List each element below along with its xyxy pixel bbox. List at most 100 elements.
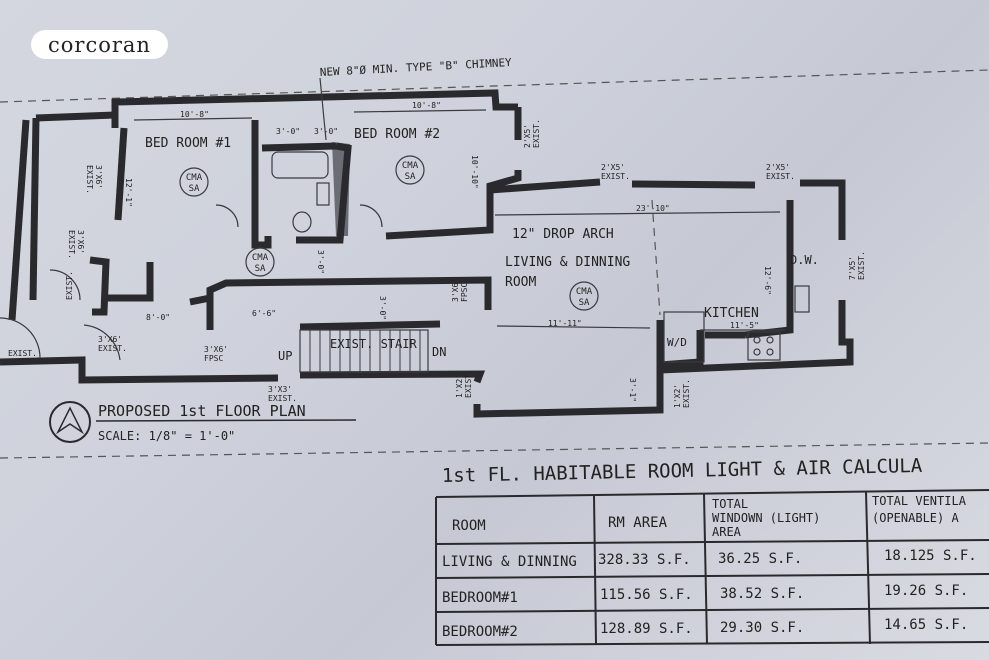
north-arrow-icon — [49, 401, 91, 443]
th3-line3: AREA — [712, 525, 742, 539]
dimension-lines — [133, 109, 785, 331]
stair — [299, 329, 429, 373]
north-arrow-pointer-icon — [56, 406, 84, 435]
door-tag: 3'X6'FPSC — [204, 345, 228, 363]
table-cell: BEDROOM#2 — [442, 624, 518, 640]
dim-bed1-depth: 12'-1" — [124, 178, 133, 207]
table-cell: 36.25 S.F. — [718, 551, 802, 567]
label-bedroom2: BED ROOM #2 — [354, 127, 440, 142]
door-tag: EXIST. — [65, 271, 74, 300]
interior-walls — [89, 120, 794, 369]
dim-bed2-width: 10'-8" — [412, 101, 441, 110]
dim-kitchen-depth: 12'-6" — [763, 266, 772, 295]
guide-line-bottom — [0, 442, 989, 459]
dim-hall-1: 6'-6" — [252, 309, 276, 318]
dim-hall-2: 8'-0" — [146, 313, 170, 322]
chimney-hatch — [332, 142, 350, 236]
table-cell: 115.56 S.F. — [600, 587, 693, 603]
dim-kitchen-width: 11'-5" — [730, 321, 759, 330]
table-header: RM AREA — [608, 515, 668, 531]
table-cell: 18.125 S.F. — [884, 548, 977, 564]
table-cell: 38.52 S.F. — [720, 586, 804, 602]
label-stair: EXIST. STAIR — [330, 337, 417, 351]
plan-title-block: PROPOSED 1st FLOOR PLAN SCALE: 1/8" = 1'… — [49, 401, 357, 443]
table-cell: LIVING & DINNING — [442, 554, 577, 570]
dim-hall-4: 3'-0" — [316, 250, 325, 274]
table-header: TOTAL VENTILA (OPENABLE) A — [872, 494, 973, 525]
door-tag: EXIST. — [8, 349, 37, 358]
room-tag-circle — [179, 167, 209, 197]
tag-cma: CMA — [402, 161, 419, 171]
tag-cma: CMA — [186, 173, 203, 183]
table-cell: 19.26 S.F. — [884, 583, 968, 599]
th4-line1: TOTAL VENTILA — [872, 494, 967, 508]
door-tag: 3'X6'FPSC — [451, 278, 469, 302]
th3-line2: WINDOWN (LIGHT) — [712, 511, 820, 525]
drop-arch-line — [651, 199, 661, 316]
table-header: ROOM — [452, 518, 486, 534]
dim-bed1-width: 10'-8" — [180, 110, 209, 119]
room-labels: BED ROOM #1 BED ROOM #2 LIVING & DINNING… — [145, 127, 819, 363]
window-tag: 3'X6'EXIST. — [85, 165, 103, 194]
window-tag: 2'X5'EXIST. — [766, 163, 795, 181]
window-tag: 7'X5'EXIST. — [848, 251, 866, 280]
calc-table: 1st FL. HABITABLE ROOM LIGHT & AIR CALCU… — [435, 455, 989, 646]
door-swings — [0, 204, 383, 361]
room-tag-circle — [569, 281, 599, 311]
dimension-texts: 10'-8" 3'-0" 3'-0" 10'-8" 12'-1" 10'-10"… — [124, 101, 772, 402]
tag-cma: CMA — [576, 287, 593, 297]
label-dn: DN — [432, 345, 446, 359]
corcoran-logo: corcoran — [31, 30, 168, 59]
label-up: UP — [278, 349, 292, 363]
tag-sa: SA — [255, 264, 266, 274]
dim-living-width: 11'-11" — [548, 319, 582, 328]
bathroom-fixtures — [271, 151, 330, 233]
label-bedroom1: BED ROOM #1 — [145, 136, 231, 151]
table-title: 1st FL. HABITABLE ROOM LIGHT & AIR CALCU… — [442, 455, 923, 487]
room-tags: CMA SA CMA SA CMA SA CMA SA — [179, 155, 599, 311]
window-tag: 2'X5'EXIST. — [601, 163, 630, 181]
plan-title-underline — [95, 419, 357, 422]
label-dw: D.W. — [790, 253, 819, 267]
label-wd: W/D — [667, 336, 687, 349]
chimney-leader — [319, 77, 327, 141]
table-cell: 29.30 S.F. — [720, 620, 804, 636]
label-drop-arch: 12" DROP ARCH — [512, 227, 614, 242]
exterior-walls — [0, 89, 854, 418]
th4-line2: (OPENABLE) A — [872, 511, 959, 525]
window-tag: 2'X5'EXIST. — [523, 119, 541, 148]
window-tag: 3'X6'EXIST. — [67, 230, 85, 259]
table-header: TOTAL WINDOWN (LIGHT) AREA — [712, 497, 828, 539]
table-cell: BEDROOM#1 — [442, 590, 518, 606]
window-tag: 1'X2'EXIST. — [455, 369, 473, 398]
chimney-note: NEW 8"Ø MIN. TYPE "B" CHIMNEY — [319, 56, 512, 79]
th3-line1: TOTAL — [712, 497, 748, 511]
label-living-1: LIVING & DINNING — [505, 255, 630, 270]
tag-cma: CMA — [252, 253, 269, 263]
door-tag: 3'X3'EXIST. — [268, 385, 297, 403]
window-tag: 1'X2'EXIST. — [673, 379, 691, 408]
guide-line-top — [0, 69, 989, 103]
plan-scale: SCALE: 1/8" = 1'-0" — [98, 429, 235, 443]
room-tag-circle — [395, 155, 425, 185]
opening-tags: 2'X5'EXIST. 2'X5'EXIST. 2'X5'EXIST. 7'X5… — [8, 119, 866, 408]
table-cell: 14.65 S.F. — [884, 617, 968, 633]
label-kitchen: KITCHEN — [704, 306, 759, 321]
tag-sa: SA — [579, 298, 590, 308]
kitchen-fixtures — [663, 285, 810, 363]
table-cell: 128.89 S.F. — [600, 621, 693, 637]
dim-bath-width2: 3'-0" — [314, 127, 338, 136]
door-tag: 3'X6'EXIST. — [98, 335, 127, 353]
room-tag-circle — [245, 247, 275, 277]
tag-sa: SA — [405, 172, 416, 182]
dim-bed2-depth: 10'-10" — [470, 155, 479, 189]
plan-title: PROPOSED 1st FLOOR PLAN — [98, 402, 306, 420]
label-living-2: ROOM — [505, 275, 536, 290]
dim-rear: 3'-1" — [628, 378, 637, 402]
dim-bath-width: 3'-0" — [276, 127, 300, 136]
dim-living-span: 23'-10" — [636, 204, 670, 213]
tag-sa: SA — [189, 184, 200, 194]
table-grid — [435, 489, 989, 646]
